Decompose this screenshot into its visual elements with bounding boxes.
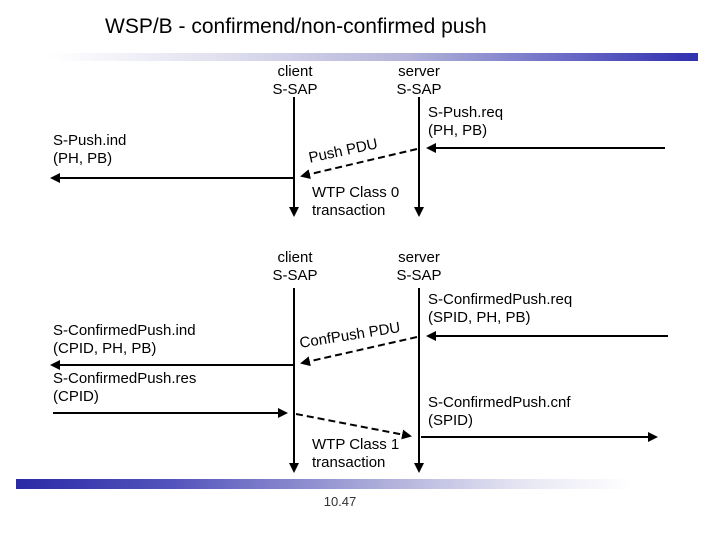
d1-client-sap-label: S-SAP — [272, 81, 318, 98]
d2-server-sap-label: S-SAP — [396, 267, 442, 284]
d1-server-sap-header: server S-SAP — [396, 63, 441, 99]
slide-title: WSP/B - confirmend/non-confirmed push — [105, 15, 487, 38]
d1-server-sap-label: S-SAP — [396, 81, 442, 98]
d2-confirmed-push-req-label: S-ConfirmedPush.req (SPID, PH, PB) — [428, 291, 573, 326]
bottom-divider-bar — [16, 479, 656, 489]
d2-confirmed-push-res-label: S-ConfirmedPush.res (CPID) — [53, 370, 197, 405]
d1-push-pdu-dashed-arrow — [300, 148, 418, 180]
page-number: 10.47 — [323, 494, 357, 509]
d2-client-label: client — [277, 249, 313, 266]
d1-client-label: client — [277, 63, 313, 80]
d2-client-sap-label: S-SAP — [272, 267, 318, 284]
d2-confpush-pdu-dashed-arrow — [300, 336, 418, 367]
d2-confirmed-push-cnf-label: S-ConfirmedPush.cnf (SPID) — [428, 394, 571, 429]
d2-client-sap-header: client S-SAP — [272, 249, 317, 285]
d2-confirmed-push-ind-label: S-ConfirmedPush.ind (CPID, PH, PB) — [53, 322, 196, 357]
d1-push-ind-label: S-Push.ind (PH, PB) — [53, 132, 127, 167]
d1-client-sap-header: client S-SAP — [272, 63, 317, 99]
d2-server-sap-header: server S-SAP — [396, 249, 441, 285]
d1-server-label: server — [398, 63, 440, 80]
d2-server-label: server — [398, 249, 440, 266]
d2-transaction-label: WTP Class 1 transaction — [312, 436, 400, 471]
top-divider-bar — [48, 53, 698, 61]
d1-push-req-label: S-Push.req (PH, PB) — [428, 104, 504, 139]
d2-ack-pdu-dashed-arrow — [295, 413, 412, 440]
d1-transaction-label: WTP Class 0 transaction — [312, 184, 400, 219]
